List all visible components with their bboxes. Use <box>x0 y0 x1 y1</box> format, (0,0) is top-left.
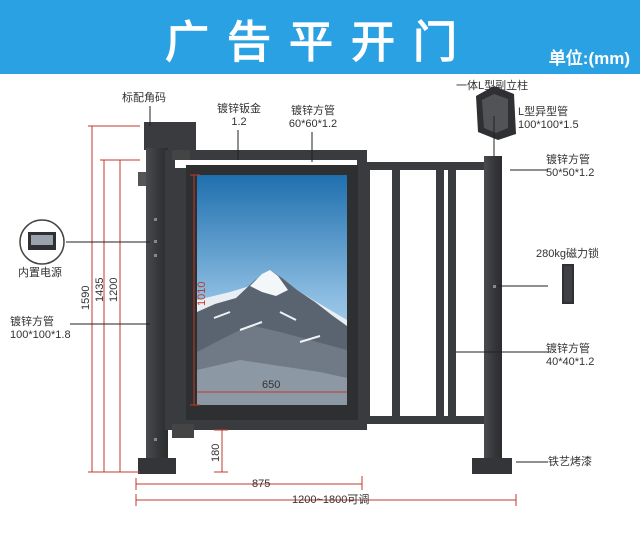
bar-3 <box>448 170 456 416</box>
corner-code-label: 标配角码 <box>122 92 166 104</box>
bottom-rail <box>362 416 492 424</box>
bar-1 <box>392 170 400 416</box>
bar-name: 镀锌方管 <box>546 343 590 355</box>
bar-spec: 40*40*1.2 <box>546 356 595 368</box>
post-name: 镀锌方管 <box>10 316 54 328</box>
top-tube-spec: 60*60*1.2 <box>288 118 338 130</box>
fence-section <box>362 162 502 424</box>
unit-label: 单位:(mm) <box>548 49 630 68</box>
left-post <box>138 122 196 474</box>
dim-mid-height: 1435 <box>94 277 106 302</box>
ad-panel-image <box>197 175 347 405</box>
power-label: 内置电源 <box>18 267 62 279</box>
sheet-metal-name: 镀锌钣金 <box>217 103 261 115</box>
l-tube-name: L型异型管 <box>518 106 569 118</box>
top-tube-label: 镀锌方管 60*60*1.2 <box>282 105 344 131</box>
right-post-foot <box>472 458 512 474</box>
page-title: 广告平开门 <box>165 17 475 68</box>
left-post-bracket <box>138 172 146 186</box>
left-post-foot <box>138 458 176 474</box>
leader-lines <box>66 106 548 463</box>
bar-2 <box>436 170 444 416</box>
rail-label: 镀锌方管 50*50*1.2 <box>546 154 594 180</box>
l-tube-spec: 100*100*1.5 <box>518 119 579 131</box>
l-post-label: 一体L型副立柱 <box>456 80 529 92</box>
post-spec: 100*100*1.8 <box>10 329 71 341</box>
header-banner: 广告平开门 单位:(mm) <box>0 0 640 74</box>
paint-label: 铁艺烤漆 <box>548 456 592 468</box>
left-post-body <box>146 148 168 458</box>
top-tube-name: 镀锌方管 <box>291 105 335 117</box>
magnetic-lock-icon <box>562 264 574 304</box>
post-label: 镀锌方管 100*100*1.8 <box>10 316 71 342</box>
dim-ground-gap: 180 <box>210 443 222 462</box>
dimension-lines <box>88 125 517 506</box>
dim-total-width: 1200~1800可调 <box>292 494 370 506</box>
dim-door-height: 1200 <box>108 277 120 302</box>
dim-total-height: 1590 <box>80 285 92 310</box>
bar-label: 镀锌方管 40*40*1.2 <box>546 343 594 369</box>
top-rail <box>362 162 502 170</box>
l-tube-label: L型异型管 100*100*1.5 <box>518 106 579 132</box>
rail-spec: 50*50*1.2 <box>546 167 595 179</box>
l-post-profile <box>476 86 516 140</box>
sheet-metal-spec: 1.2 <box>231 116 247 128</box>
right-post-body <box>484 156 502 458</box>
dim-panel-width: 650 <box>262 379 281 391</box>
bar-0 <box>362 170 370 416</box>
dim-panel-height: 1010 <box>196 281 208 306</box>
lock-label: 280kg磁力锁 <box>536 248 599 260</box>
right-post <box>472 156 512 474</box>
dim-door-width: 875 <box>252 478 271 490</box>
corner-bracket-cap <box>144 122 196 150</box>
rail-name: 镀锌方管 <box>546 154 590 166</box>
sheet-metal-label: 镀锌钣金 1.2 <box>214 103 264 129</box>
power-supply-icon <box>19 219 65 265</box>
